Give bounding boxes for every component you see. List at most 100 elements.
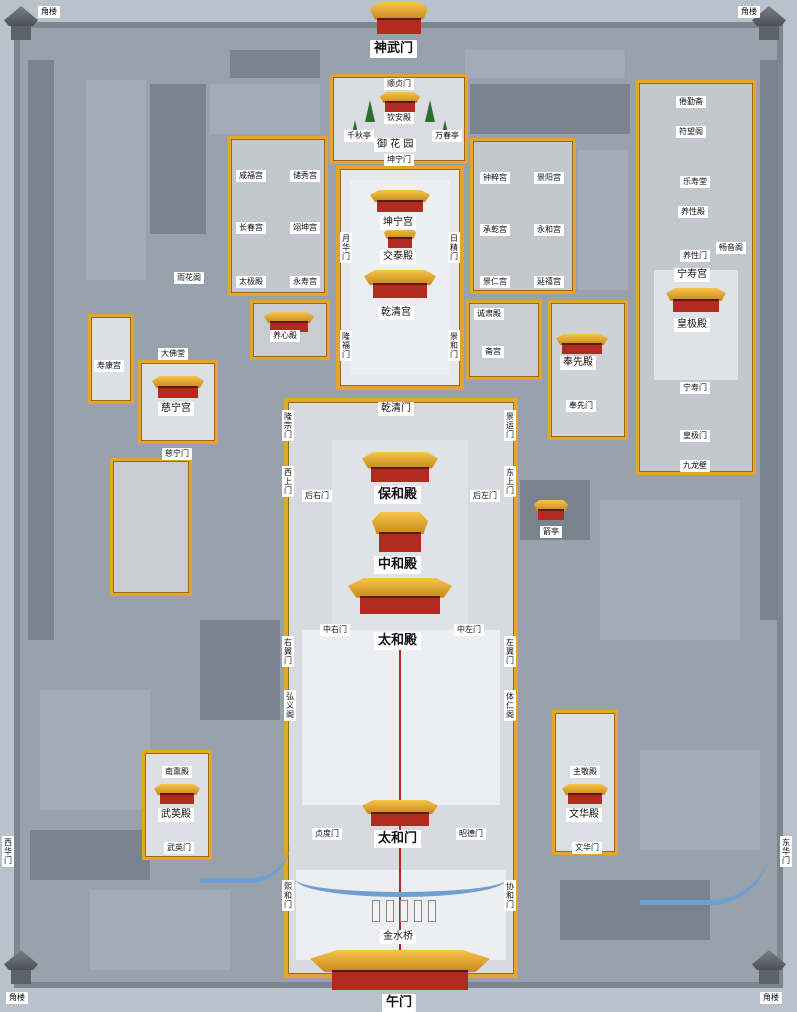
jingyunmen-label: 景运门: [504, 410, 516, 441]
fengxianmen-label: 奉先门: [566, 400, 596, 412]
corner-tower-label: 角楼: [6, 992, 28, 1004]
ningshoumen-label: 宁寿门: [680, 382, 710, 394]
shenwumen-building: [370, 2, 428, 34]
yangxindian-enclosure: [250, 300, 330, 360]
yangxindian-building: [264, 312, 314, 332]
west-building-block: [28, 60, 54, 640]
shundianmen-label: 顺贞门: [384, 78, 414, 90]
juanqinzhai-label: 倦勤斋: [676, 96, 706, 108]
golden-water-bridge: [386, 900, 394, 922]
cinin-garden-enclosure: [110, 458, 192, 596]
cininggong-building: [152, 376, 204, 398]
qiuxiuting-label: 千秋亭: [344, 130, 374, 142]
zhujingdian-label: 主敬殿: [570, 766, 600, 778]
jingyanggong-label: 景阳宫: [534, 172, 564, 184]
yangxindian-label: 养心殿: [270, 330, 300, 342]
zhonghedian-building: [372, 512, 428, 552]
corner-tower-nw-icon: [4, 6, 38, 40]
jingrengong-label: 景仁宫: [480, 276, 510, 288]
west-building-block: [210, 84, 320, 134]
corner-tower-ne-icon: [752, 6, 786, 40]
qinandian-building: [380, 92, 420, 112]
wuyingdian-building: [154, 784, 200, 804]
east-building-block: [760, 60, 778, 620]
wenhuamen-label: 文华门: [572, 842, 602, 854]
shoukanggong-label: 寿康宫: [94, 360, 124, 372]
corner-tower-label: 角楼: [38, 6, 60, 18]
zhongzuomen-label: 中左门: [454, 624, 484, 636]
east-six-palaces-enclosure: [470, 138, 576, 294]
dongshangmen-label: 东上门: [504, 466, 516, 497]
yuhuayuan-label: 御 花 园: [374, 138, 417, 152]
yangxingmen-label: 养性门: [680, 250, 710, 262]
huangjimen-label: 皇极门: [680, 430, 710, 442]
chengqiangong-label: 承乾宫: [480, 224, 510, 236]
wanchunting-label: 万春亭: [432, 130, 462, 142]
yanxigong-label: 延禧宫: [534, 276, 564, 288]
wenhuadian-enclosure: [552, 710, 618, 855]
garden-tree: [425, 100, 435, 122]
east-building-block: [600, 500, 740, 640]
taihe-square: [302, 630, 500, 805]
west-river: [200, 818, 290, 883]
dafotang-label: 大佛堂: [158, 348, 188, 360]
corner-tower-sw-icon: [4, 950, 38, 984]
wenhuadian-building: [562, 784, 608, 804]
longzongmen-label: 隆宗门: [282, 410, 294, 441]
cininggong-label: 慈宁宫: [158, 402, 194, 416]
golden-water-bridge: [414, 900, 422, 922]
zhongyoumen-label: 中右门: [320, 624, 350, 636]
zhaodemen-label: 昭德门: [456, 828, 486, 840]
yangxingdian-label: 养性殿: [678, 206, 708, 218]
qianqinggong-label: 乾清宫: [378, 306, 414, 320]
qianqinggong-building: [364, 270, 436, 298]
jiulongbi-label: 九龙壁: [680, 460, 710, 472]
qinandian-label: 钦安殿: [384, 112, 414, 124]
qianqingmen-label: 乾清门: [378, 402, 414, 416]
wumen-building: [310, 950, 490, 990]
golden-water-bridge: [372, 900, 380, 922]
xianfugong-label: 咸福宫: [236, 170, 266, 182]
zhendumen-label: 贞度门: [312, 828, 342, 840]
baohedian-label: 保和殿: [374, 486, 422, 504]
jinghemen-label: 景和门: [448, 330, 460, 361]
east-building-block: [578, 150, 628, 290]
yuehuamen-label: 月华门: [340, 232, 352, 263]
chengsutang-label: 诚肃殿: [474, 308, 504, 320]
yonghegong-label: 永和宫: [534, 224, 564, 236]
west-building-block: [40, 690, 150, 810]
corner-tower-label: 角楼: [760, 992, 782, 1004]
corner-tower-label: 角楼: [738, 6, 760, 18]
east-building-block: [470, 84, 630, 134]
west-building-block: [86, 80, 146, 280]
east-building-block: [465, 50, 625, 78]
golden-water-bridge: [428, 900, 436, 922]
shenwumen-label: 神武门: [370, 40, 418, 58]
yuhuage-label: 雨花阁: [174, 272, 204, 284]
houyoumen-label: 后右门: [302, 490, 332, 502]
changchungong-label: 长春宫: [236, 222, 266, 234]
baohedian-building: [362, 452, 438, 482]
huangjidian-label: 皇极殿: [674, 318, 710, 332]
zhongcuigong-label: 钟粹宫: [480, 172, 510, 184]
corner-tower-se-icon: [752, 950, 786, 984]
xihuamen-label: 西华门: [2, 836, 14, 867]
cininmen-label: 慈宁门: [162, 448, 192, 460]
west-building-block: [30, 830, 150, 880]
taihemen-building: [362, 800, 438, 826]
yongshougong-label: 永寿宫: [290, 276, 320, 288]
fuwangge-label: 符望阁: [676, 126, 706, 138]
chuxiugong-label: 储秀宫: [290, 170, 320, 182]
huangjidian-building: [666, 288, 726, 312]
fengxiandian-enclosure: [548, 300, 628, 440]
taihedian-building: [348, 578, 452, 614]
kunninggong-label: 坤宁宫: [380, 216, 416, 230]
leshoutang-label: 乐寿堂: [680, 176, 710, 188]
fengxiandian-label: 奉先殿: [560, 356, 596, 370]
donghuamen-label: 东华门: [780, 836, 792, 867]
taijidian-label: 太极殿: [236, 276, 266, 288]
longfumen-label: 隆福门: [340, 330, 352, 361]
wuyingmen-label: 武英门: [164, 842, 194, 854]
jianting-label: 箭亭: [540, 526, 562, 538]
